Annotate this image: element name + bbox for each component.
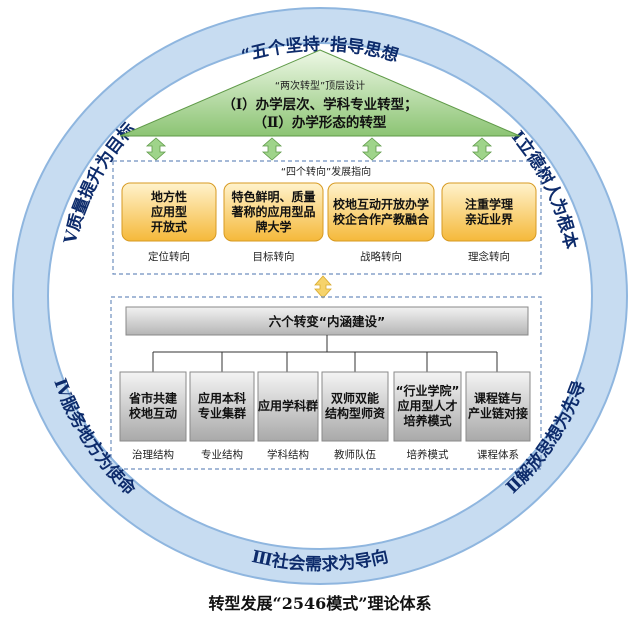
tree-connectors: [152, 335, 498, 372]
construction-label: 课程体系: [477, 449, 519, 461]
diagram-caption: 转型发展“2546模式”理论体系: [208, 594, 432, 613]
double-arrow-4: [471, 137, 493, 161]
direction-box-text: 应用型: [151, 204, 187, 219]
directions-title: “四个转向”发展指向: [281, 165, 371, 178]
direction-label: 目标转向: [253, 250, 295, 263]
construction-box-text: 双师双能: [331, 391, 379, 406]
direction-box-text: 校企合作产教融合: [333, 212, 430, 227]
six-construction-section: 六个转变“内涵建设” 省市共建校地互动治理结构应用本科专业集群专业结构应用学科群…: [110, 296, 542, 470]
section-link-arrow: [314, 275, 332, 299]
direction-label: 战略转向: [360, 250, 402, 263]
construction-box-text: “行业学院”: [396, 383, 460, 398]
roof-direction-arrows: [145, 137, 493, 161]
construction-label: 专业结构: [201, 448, 243, 461]
construction-label: 学科结构: [267, 448, 309, 461]
double-arrow-3: [361, 137, 383, 161]
direction-box-text: 校地互动开放办学: [333, 197, 429, 212]
construction-box-text: 课程链与: [474, 391, 522, 406]
construction-box-text: 产业链对接: [468, 406, 528, 421]
construction-box-text: 培养模式: [403, 413, 451, 428]
construction-label: 治理结构: [132, 448, 174, 461]
top-design-roof: “两次转型”顶层设计 （Ⅰ）办学层次、学科专业转型； （Ⅱ）办学形态的转型: [119, 49, 521, 137]
direction-box-text: 特色鲜明、质量: [231, 189, 315, 204]
construction-title: 六个转变“内涵建设”: [269, 314, 385, 329]
construction-label: 教师队伍: [334, 448, 376, 461]
construction-box-text: 省市共建: [128, 391, 178, 406]
direction-box-text: 开放式: [151, 219, 187, 234]
construction-box-text: 应用本科: [198, 391, 246, 406]
construction-box-text: 应用学科群: [258, 398, 318, 413]
roof-subtitle: “两次转型”顶层设计: [275, 79, 365, 92]
direction-label: 理念转向: [468, 250, 510, 263]
construction-box-text: 校地互动: [129, 406, 177, 421]
direction-box-text: 地方性: [151, 189, 187, 204]
four-directions-section: “四个转向”发展指向 地方性应用型开放式定位转向特色鲜明、质量著称的应用型品牌大…: [112, 160, 542, 275]
direction-box-text: 著称的应用型品: [230, 204, 315, 219]
construction-box-text: 结构型师资: [325, 406, 385, 421]
construction-label: 培养模式: [407, 448, 449, 461]
construction-box-text: 专业集群: [198, 406, 246, 421]
roof-line-1: （Ⅰ）办学层次、学科专业转型；: [222, 96, 417, 113]
construction-box-text: 应用型人才: [397, 398, 457, 413]
direction-label: 定位转向: [148, 250, 190, 263]
direction-box-text: 亲近业界: [465, 212, 513, 227]
double-arrow-2: [261, 137, 283, 161]
double-arrow-1: [145, 137, 167, 161]
direction-box-text: 牌大学: [255, 219, 291, 234]
direction-box-text: 注重学理: [465, 197, 513, 212]
roof-line-2: （Ⅱ）办学形态的转型: [254, 114, 387, 131]
